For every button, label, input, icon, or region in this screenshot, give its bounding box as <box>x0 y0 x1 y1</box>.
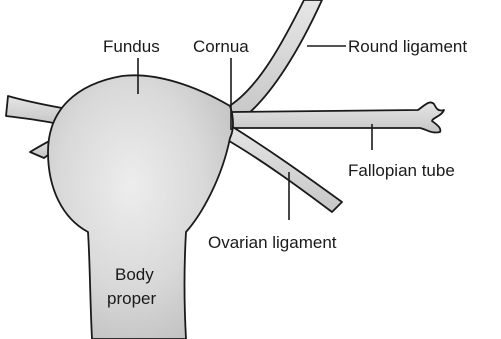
label-fallopian-tube: Fallopian tube <box>348 161 455 180</box>
label-body: Body <box>115 265 154 284</box>
left-tube-stub <box>6 96 62 124</box>
label-fundus: Fundus <box>103 37 160 56</box>
label-round-ligament: Round ligament <box>348 37 467 56</box>
label-proper: proper <box>107 289 156 308</box>
label-cornua: Cornua <box>193 37 249 56</box>
label-ovarian-ligament: Ovarian ligament <box>208 233 337 252</box>
ovarian-ligament-shape <box>224 124 342 212</box>
fallopian-tube-shape <box>232 102 444 132</box>
round-ligament-shape <box>226 0 322 122</box>
